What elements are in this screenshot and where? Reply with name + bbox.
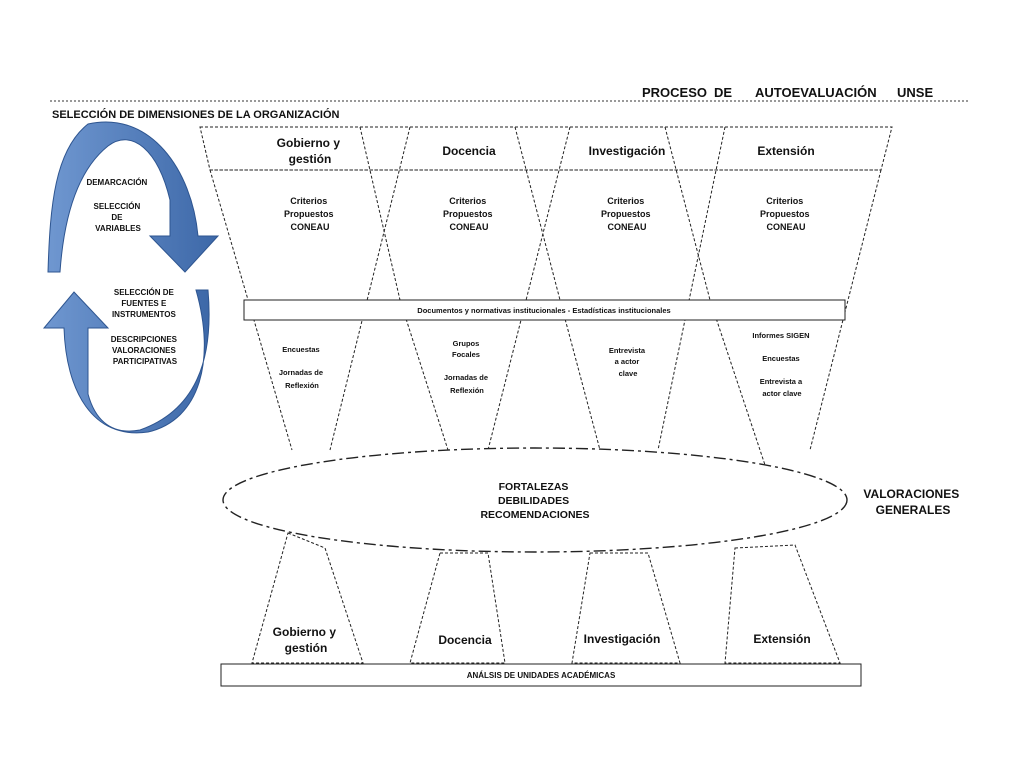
diagonal-6 <box>664 126 711 301</box>
cycle-label-seleccion-de: SELECCIÓN DE <box>114 288 175 297</box>
bottom-dimension-gobierno: Gobierno y gestión <box>273 625 340 655</box>
cycle-label-participativas: PARTICIPATIVAS <box>113 357 178 366</box>
results-ellipse-group: FORTALEZAS DEBILIDADES RECOMENDACIONES V… <box>222 447 962 553</box>
general-valuations: VALORACIONES GENERALES <box>863 487 962 517</box>
diagonal-4 <box>514 126 561 301</box>
instrument-a-actor: a actor <box>615 357 640 366</box>
bottom-trapezoid-extension <box>724 544 841 664</box>
top-funnel: Gobierno y gestión Docencia Investigació… <box>199 126 893 466</box>
general-valuations-line2: GENERALES <box>876 503 951 517</box>
dimension-investigacion: Investigación <box>589 144 666 158</box>
documents-bar-label: Documentos y normativas institucionales … <box>417 306 670 315</box>
dimension-extension: Extensión <box>757 144 814 158</box>
funnel-diagonals <box>209 126 882 466</box>
instrument-actor-clave: actor clave <box>762 389 801 398</box>
result-recomendaciones: RECOMENDACIONES <box>480 509 589 521</box>
diagonal-3 <box>329 126 411 451</box>
process-title-word-2: DE <box>714 85 732 100</box>
instrument-jornadas-1: Jornadas de <box>279 368 323 377</box>
results-ellipse <box>222 447 848 553</box>
diagonal-9 <box>399 299 449 451</box>
cycle-bottom-labels: SELECCIÓN DE FUENTES E INSTRUMENTOS DESC… <box>111 288 179 366</box>
bottom-dimensions: Gobierno y gestión Docencia Investigació… <box>220 532 862 687</box>
criteria-line1: Criterios <box>290 196 327 206</box>
instruments-investigacion: Entrevista a actor clave <box>609 346 647 378</box>
bottom-trapezoid-gobierno <box>251 532 364 664</box>
cycle-label-fuentes: FUENTES E <box>121 299 167 308</box>
cycle-label-demarcacion: DEMARCACIÓN <box>86 178 147 187</box>
bottom-dimension-investigacion: Investigación <box>584 632 661 646</box>
criteria-extension: Criterios Propuestos CONEAU <box>760 196 812 232</box>
diagonal-11 <box>709 299 766 466</box>
instrument-entrevista: Entrevista <box>609 346 646 355</box>
criteria-line1: Criterios <box>766 196 803 206</box>
instrument-jornadas-2: Jornadas de <box>444 373 488 382</box>
result-fortalezas: FORTALEZAS <box>499 481 569 493</box>
instrument-entrevista-a: Entrevista a <box>760 377 803 386</box>
diagonal-2 <box>359 126 401 301</box>
criteria-line3: CONEAU <box>607 222 646 232</box>
dimension-docencia: Docencia <box>442 144 496 158</box>
criteria-line2: Propuestos <box>760 209 810 219</box>
bottom-trapezoid-investigacion <box>571 552 681 664</box>
units-bar <box>220 663 862 687</box>
bottom-gobierno-line2: gestión <box>285 641 328 655</box>
cycle-arrows: DEMARCACIÓN SELECCIÓN DE VARIABLES SELEC… <box>42 121 220 434</box>
criteria-line2: Propuestos <box>284 209 334 219</box>
criteria-line2: Propuestos <box>443 209 493 219</box>
instruments-docencia: Grupos Focales Jornadas de Reflexión <box>444 339 490 395</box>
units-bar-label: ANÁLSIS DE UNIDADES ACADÉMICAS <box>467 671 616 680</box>
cycle-label-seleccion: SELECCIÓN <box>94 202 141 211</box>
criteria-labels: Criterios Propuestos CONEAU Criterios Pr… <box>284 196 812 232</box>
top-cycle-arrow <box>47 121 220 273</box>
cycle-label-valoraciones: VALORACIONES <box>112 346 177 355</box>
cycle-label-descripciones: DESCRIPCIONES <box>111 335 178 344</box>
bottom-gobierno-line1: Gobierno y <box>273 625 337 639</box>
cycle-label-instrumentos: INSTRUMENTOS <box>112 310 177 319</box>
instrument-encuestas: Encuestas <box>282 345 320 354</box>
cycle-label-variables: VARIABLES <box>95 224 141 233</box>
criteria-docencia: Criterios Propuestos CONEAU <box>443 196 495 232</box>
diagonal-10 <box>559 299 601 451</box>
result-debilidades: DEBILIDADES <box>498 495 569 507</box>
results-labels: FORTALEZAS DEBILIDADES RECOMENDACIONES <box>480 481 589 521</box>
bottom-cycle-arrow <box>42 289 210 434</box>
bottom-dimension-extension: Extensión <box>753 632 810 646</box>
cycle-label-de: DE <box>111 213 123 222</box>
diagonal-8 <box>809 169 882 451</box>
instrument-focales: Focales <box>452 350 480 359</box>
criteria-line3: CONEAU <box>290 222 329 232</box>
diagonal-5 <box>487 126 571 451</box>
instruments-extension: Informes SIGEN Encuestas Entrevista a ac… <box>752 331 811 398</box>
bottom-trapezoid-docencia <box>409 552 506 664</box>
documents-bar <box>243 299 846 321</box>
section-title: SELECCIÓN DE DIMENSIONES DE LA ORGANIZAC… <box>52 108 340 121</box>
cycle-top-labels: DEMARCACIÓN SELECCIÓN DE VARIABLES <box>86 178 149 233</box>
process-title-word-1: PROCESO <box>642 85 707 100</box>
diagonal-7 <box>657 126 726 451</box>
criteria-line3: CONEAU <box>449 222 488 232</box>
instrument-clave: clave <box>619 369 638 378</box>
process-title-word-4: UNSE <box>897 85 933 100</box>
dimension-gobierno-line2: gestión <box>289 152 332 166</box>
instruments-gobierno: Encuestas Jornadas de Reflexión <box>279 345 325 390</box>
criteria-line2: Propuestos <box>601 209 651 219</box>
instrument-reflexion-1: Reflexión <box>285 381 319 390</box>
criteria-line1: Criterios <box>607 196 644 206</box>
general-valuations-line1: VALORACIONES <box>863 487 959 501</box>
instrument-informes-sigen: Informes SIGEN <box>752 331 809 340</box>
header: PROCESO DE AUTOEVALUACIÓN UNSE SELECCIÓN… <box>50 85 970 121</box>
instrument-reflexion-2: Reflexión <box>450 386 484 395</box>
dimension-gobierno: Gobierno y gestión <box>277 136 344 166</box>
instrument-grupos: Grupos <box>453 339 480 348</box>
criteria-line1: Criterios <box>449 196 486 206</box>
criteria-investigacion: Criterios Propuestos CONEAU <box>601 196 653 232</box>
dimension-gobierno-line1: Gobierno y <box>277 136 341 150</box>
process-title-word-3: AUTOEVALUACIÓN <box>755 85 877 100</box>
instrument-encuestas-ext: Encuestas <box>762 354 800 363</box>
criteria-gobierno: Criterios Propuestos CONEAU <box>284 196 336 232</box>
criteria-line3: CONEAU <box>766 222 805 232</box>
bottom-dimension-docencia: Docencia <box>438 633 492 647</box>
